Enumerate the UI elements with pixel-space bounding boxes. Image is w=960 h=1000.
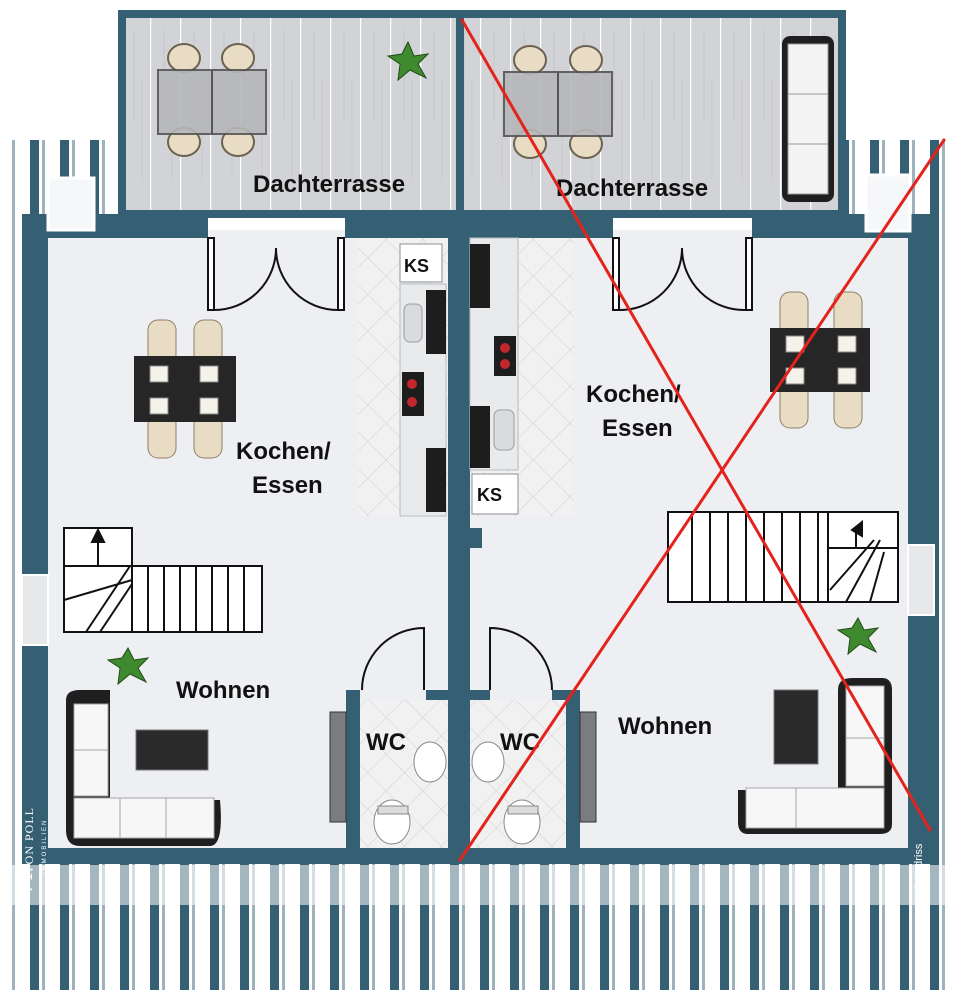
plant-icon (106, 646, 150, 686)
coffee-table-right (773, 689, 819, 765)
wc-door-left (361, 626, 425, 691)
label-kitchen-left-1: Kochen/ (236, 438, 331, 465)
terrace-table-right (503, 45, 613, 159)
label-living-left: Wohnen (176, 677, 270, 704)
label-kitchen-left-2: Essen (252, 472, 323, 499)
radiator-right (579, 711, 597, 823)
label-fridge-top: KS (404, 256, 429, 276)
label-fridge-bottom: KS (477, 485, 502, 505)
logo-von-poll: VP VON POLL IMMOBILIEN (12, 790, 54, 920)
window-left (21, 574, 49, 646)
walls (22, 214, 934, 864)
plant-icon (836, 616, 880, 656)
terrace-door-left (207, 237, 345, 311)
window-right (907, 544, 935, 616)
terrace-door-right (612, 237, 753, 312)
label-kitchen-right-2: Essen (602, 415, 673, 442)
coffee-table-left (135, 729, 209, 771)
staircase-left (63, 527, 263, 633)
label-kitchen-right-1: Kochen/ (586, 381, 681, 408)
skylight-left (46, 176, 96, 232)
label-living-right: Wohnen (618, 713, 712, 740)
sofa-left (66, 690, 221, 846)
label-terrace-right: Dachterrasse (556, 175, 708, 202)
cross-out-mark (458, 18, 946, 862)
dining-table-right (770, 291, 870, 429)
plant-icon (386, 40, 430, 82)
label-wc-left: WC (366, 729, 406, 756)
staircase-right (667, 511, 899, 603)
kitchen-counter-left (399, 283, 447, 517)
terrace-table-left (157, 43, 267, 157)
wc-door-right (489, 626, 553, 691)
dining-table-left (134, 319, 236, 459)
credit-text: McGrundriss (913, 843, 925, 906)
logo-name: VON POLL (22, 807, 36, 874)
fridge-top-left (399, 243, 443, 283)
radiator-left (329, 711, 347, 823)
wc-fixtures-right (471, 741, 541, 845)
terrace-lounger-right (782, 36, 834, 202)
roof-slope-bottom (10, 860, 948, 990)
kitchen-counter-right (469, 237, 519, 471)
logo-subtitle: IMMOBILIEN (42, 818, 48, 874)
wc-fixtures-left (373, 741, 447, 845)
sofa-right (738, 678, 892, 834)
label-terrace-left: Dachterrasse (253, 171, 405, 198)
fridge-bottom-right (471, 473, 519, 515)
